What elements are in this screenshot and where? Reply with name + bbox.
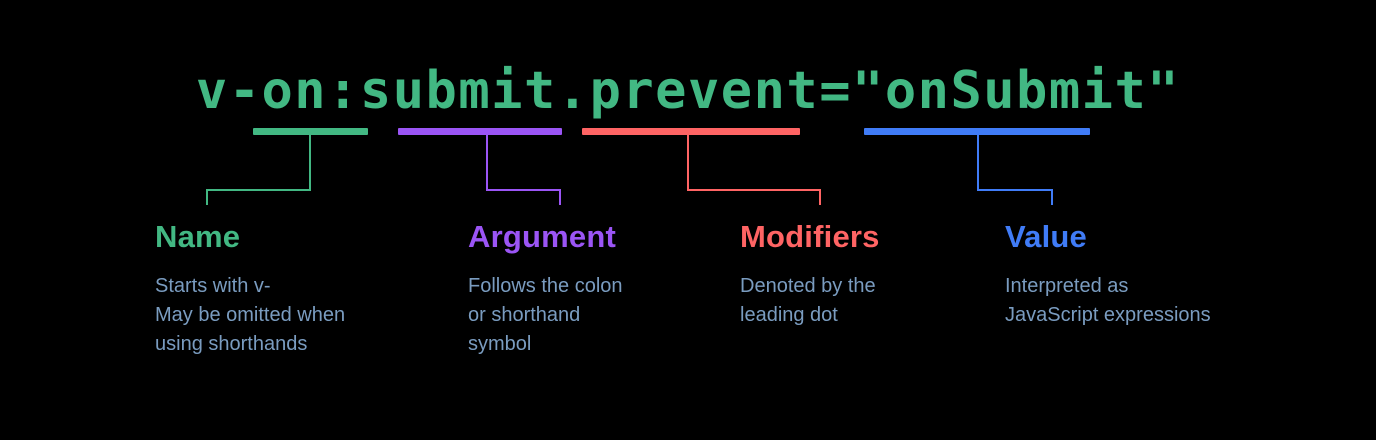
connector-argument <box>486 134 561 205</box>
label-title-name: Name <box>155 219 241 254</box>
label-title-modifiers: Modifiers <box>740 219 880 254</box>
segment-bar-argument <box>398 128 562 135</box>
connector-modifiers <box>687 134 821 205</box>
code-expression: v-on:submit.prevent="onSubmit" <box>195 61 1181 121</box>
label-desc-argument: Follows the colon or shorthand symbol <box>468 275 623 355</box>
label-column-modifiers: Modifiers Denoted by the leading dot <box>740 218 990 330</box>
label-title-value: Value <box>1005 219 1087 254</box>
connector-value <box>977 134 1053 205</box>
label-column-argument: Argument Follows the colon or shorthand … <box>468 218 728 359</box>
segment-bar-name <box>253 128 368 135</box>
label-column-value: Value Interpreted as JavaScript expressi… <box>1005 218 1305 330</box>
segment-bar-value <box>864 128 1090 135</box>
label-column-name: Name Starts with v- May be omitted when … <box>155 218 455 359</box>
connector-name <box>206 134 311 205</box>
label-desc-name: Starts with v- May be omitted when using… <box>155 275 346 355</box>
label-desc-modifiers: Denoted by the leading dot <box>740 275 876 326</box>
label-desc-value: Interpreted as JavaScript expressions <box>1005 275 1211 326</box>
segment-bar-modifiers <box>582 128 800 135</box>
label-title-argument: Argument <box>468 219 616 254</box>
